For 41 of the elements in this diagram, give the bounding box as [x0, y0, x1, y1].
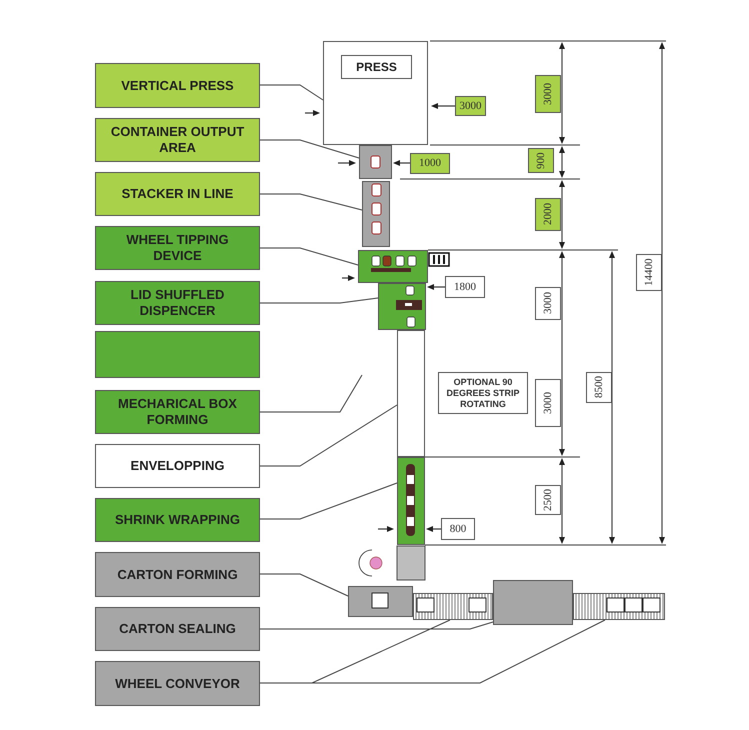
leader-line [260, 194, 362, 210]
label-box: CONTAINER OUTPUT AREA [95, 118, 260, 162]
dimension-label: 2000 [535, 198, 561, 231]
label-box: SHRINK WRAPPING [95, 498, 260, 542]
leader-line [260, 84, 324, 100]
enveloping-strip [397, 330, 425, 457]
label-box [95, 331, 260, 378]
carton-sealing-station [493, 580, 573, 625]
label-box: CARTON SEALING [95, 607, 260, 651]
dimension-label: 3000 [535, 379, 561, 427]
dimension-label: 14400 [636, 254, 662, 291]
dimension-label: 8500 [586, 372, 612, 403]
roller-conveyor [413, 593, 493, 620]
label-box: WHEEL CONVEYOR [95, 661, 260, 706]
dimension-label: 900 [528, 148, 554, 173]
dimension-label: 2500 [535, 485, 561, 515]
label-box: ENVELOPPING [95, 444, 260, 488]
dimension-label: 800 [441, 518, 475, 540]
label-box: LID SHUFFLED DISPENCER [95, 281, 260, 325]
press-label: PRESS [341, 55, 412, 79]
leader-line [260, 482, 398, 520]
dimension-label: 1000 [410, 153, 450, 174]
dimension-label: 3000 [455, 96, 486, 116]
leader-line [260, 404, 398, 466]
leader-line [260, 248, 358, 266]
label-box: MECHARICAL BOX FORMING [95, 390, 260, 434]
label-box: STACKER IN LINE [95, 172, 260, 216]
leader-line [260, 140, 360, 158]
leader-line [260, 374, 362, 412]
leader-line [260, 574, 348, 596]
leader-line [260, 622, 494, 630]
dimension-label: 3000 [535, 75, 561, 113]
label-box: CARTON FORMING [95, 552, 260, 597]
note-box: OPTIONAL 90 DEGREES STRIP ROTATING [438, 372, 528, 414]
dimension-label: 1800 [445, 276, 485, 298]
label-box: WHEEL TIPPING DEVICE [95, 226, 260, 270]
dimension-label: 3000 [535, 287, 561, 320]
leader-line [260, 298, 378, 304]
press-machine [323, 41, 428, 145]
label-box: VERTICAL PRESS [95, 63, 260, 108]
roller-conveyor [573, 593, 665, 620]
